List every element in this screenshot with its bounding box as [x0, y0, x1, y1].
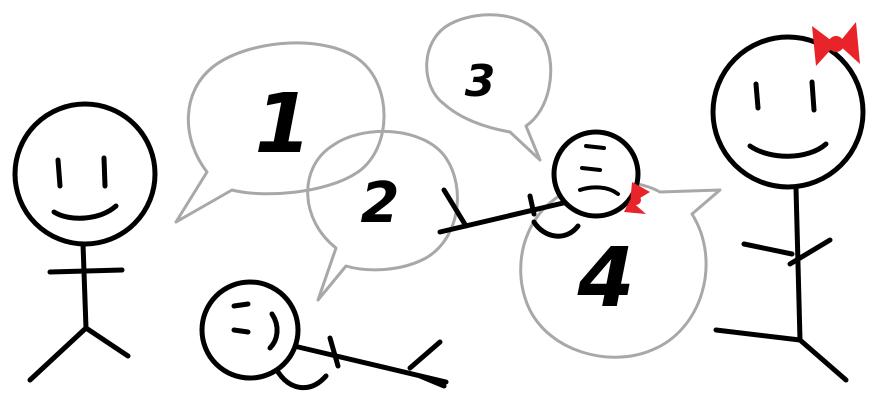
speech-bubble-3 [425, 13, 553, 162]
stick-figure-right-head [710, 34, 866, 190]
stick-figure-lying [199, 279, 449, 391]
speech-bubble-3-number: 3 [465, 56, 496, 107]
speech-bubble-4-number: 4 [576, 231, 634, 326]
bow-icon [812, 22, 860, 66]
falling-figure-bow-icon [624, 182, 650, 214]
speech-bubble-1-number: 1 [254, 77, 311, 172]
stick-figure-lying-head [199, 279, 301, 381]
stick-figure-right [710, 22, 866, 383]
speech-bubble-2 [306, 129, 459, 302]
stick-figure-left [12, 101, 158, 383]
stick-figure-falling-head [551, 129, 641, 219]
speech-bubble-1 [174, 41, 386, 224]
stick-figure-left-head [12, 101, 158, 247]
stick-figure-falling [437, 129, 650, 239]
speech-bubble-2-number: 2 [361, 171, 400, 236]
